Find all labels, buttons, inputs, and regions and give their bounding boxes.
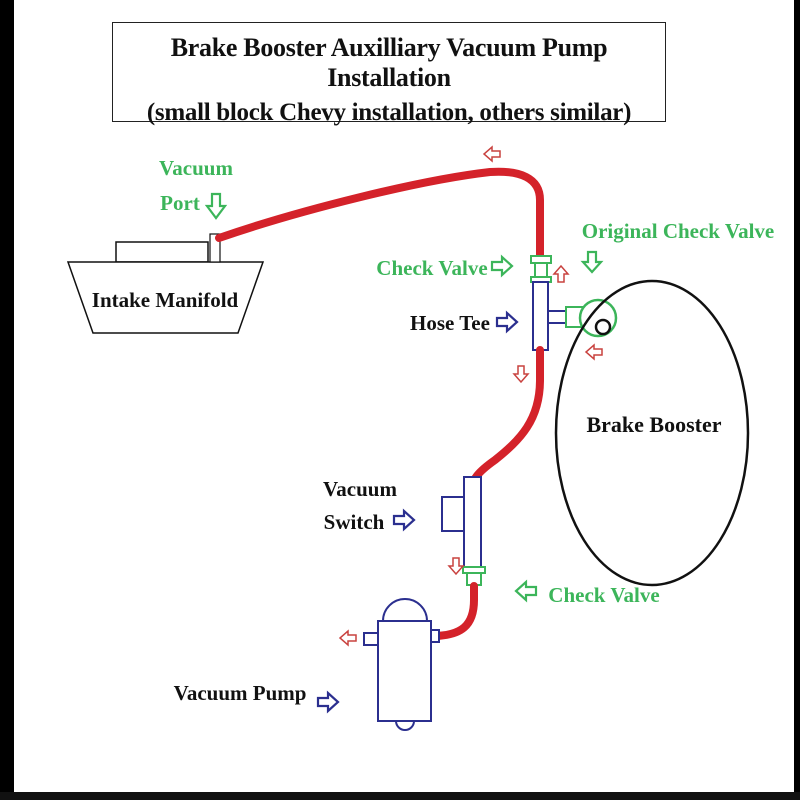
bottom-border: [0, 792, 800, 800]
vacuum-pump-label: Vacuum Pump: [174, 681, 307, 705]
intake-manifold-label: Intake Manifold: [92, 288, 239, 312]
check-valve-top-pointer-icon: [490, 255, 514, 277]
manifold-top-block: [115, 241, 209, 263]
manifold-body: [66, 261, 265, 334]
right-border: [794, 0, 800, 800]
flow-arrow-icon: [448, 557, 464, 575]
title-line-2: (small block Chevy installation, others …: [146, 99, 632, 126]
intake-manifold: [66, 233, 265, 334]
left-border: [0, 0, 14, 800]
vacuum-pump-pointer-icon: [316, 691, 340, 713]
check-valve-bottom-label: Check Valve: [548, 583, 659, 607]
hose-tee-pointer-icon: [495, 311, 519, 333]
original-check-valve: [565, 298, 618, 338]
vacuum-port-pointer-icon: [204, 192, 228, 220]
flow-arrow-icon: [585, 344, 603, 360]
flow-arrow-icon: [483, 146, 501, 162]
vacuum-switch-label-1: Vacuum: [323, 477, 397, 501]
hose-manifold-to-tee: [215, 167, 544, 260]
vacuum-switch-pointer-icon: [392, 509, 416, 531]
hose-tee-to-switch: [468, 346, 544, 492]
title-box: Brake Booster Auxilliary Vacuum Pump Ins…: [112, 22, 666, 126]
hose-check-valve-to-pump: [428, 582, 478, 640]
title-line-1: Brake Booster Auxilliary Vacuum Pump Ins…: [170, 33, 608, 92]
flow-arrow-icon: [553, 265, 569, 283]
hose-tee-label: Hose Tee: [410, 311, 490, 335]
vacuum-switch-label-2: Switch: [324, 510, 385, 534]
hose-tee: [532, 281, 569, 351]
vacuum-port-nipple: [209, 233, 221, 263]
check-valve-top-label: Check Valve: [376, 256, 487, 280]
vacuum-pump: [363, 598, 440, 731]
vacuum-port-label-2: Port: [160, 191, 200, 215]
brake-booster-label: Brake Booster: [586, 412, 721, 437]
flow-arrow-icon: [339, 630, 357, 646]
flow-arrow-icon: [513, 365, 529, 383]
original-check-valve-label: Original Check Valve: [582, 219, 775, 243]
check-valve-bottom-pointer-icon: [514, 580, 538, 602]
vacuum-switch: [441, 476, 482, 568]
check-valve-top: [530, 255, 552, 283]
original-check-valve-pointer-icon: [581, 250, 603, 274]
vacuum-port-label-1: Vacuum: [159, 156, 233, 180]
brake-booster: [554, 279, 750, 587]
